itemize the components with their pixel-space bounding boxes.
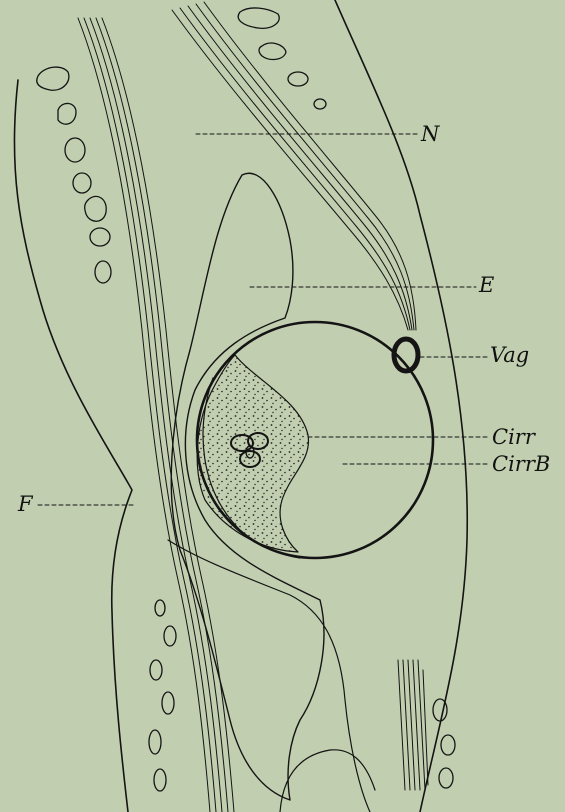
label-Cirr: Cirr <box>492 427 535 448</box>
nerve-band <box>172 2 416 330</box>
lower-right-fibres <box>398 660 428 790</box>
label-CirrB: CirrB <box>492 454 550 475</box>
cirrus-stippled <box>197 355 308 552</box>
outer-right-outline <box>335 0 467 812</box>
outer-left-outline <box>14 80 132 812</box>
inner-left-line <box>168 540 370 812</box>
label-Vag: Vag <box>490 345 529 366</box>
label-N: N <box>421 124 439 145</box>
inner-lower-line <box>280 750 375 812</box>
label-E: E <box>479 275 494 296</box>
label-F: F <box>18 494 33 515</box>
